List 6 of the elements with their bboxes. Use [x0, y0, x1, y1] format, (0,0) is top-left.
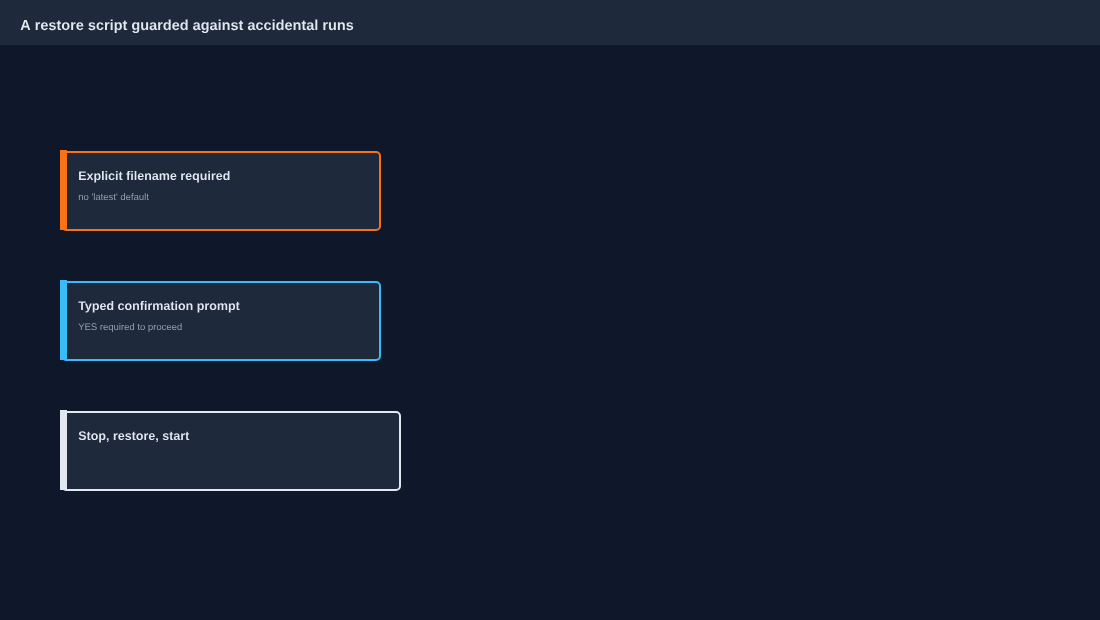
card-text: YES required to proceed: [78, 323, 182, 332]
title: A restore script guarded against accidental runs: [20, 19, 354, 34]
card-title: Stop, restore, start: [78, 431, 190, 443]
card-title: Typed confirmation prompt: [78, 300, 240, 313]
card-title: Explicit filename required: [79, 170, 230, 183]
card-text: no 'latest' default: [78, 193, 149, 201]
